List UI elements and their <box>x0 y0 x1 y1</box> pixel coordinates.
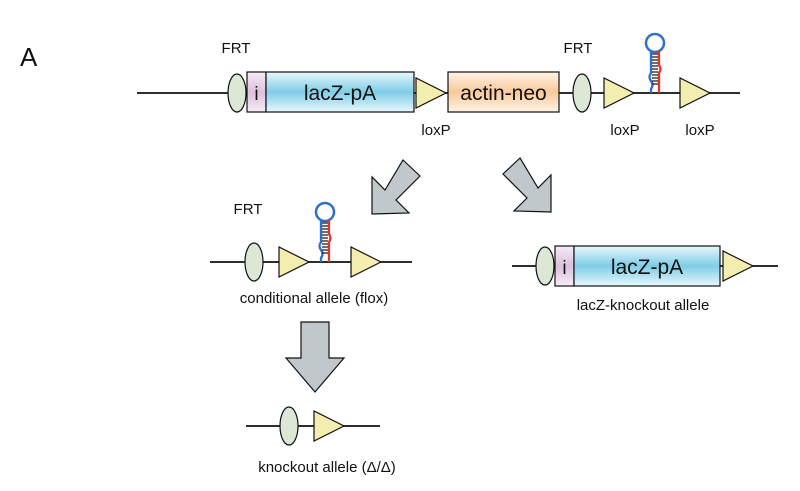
targeted-allele: FRT i lacZ-pA loxP actin-neo FRT loxP lo… <box>137 32 740 139</box>
lacz-pa-label-lacz-ko: lacZ-pA <box>611 256 683 279</box>
lacz-pa-box-lacz-ko <box>573 245 721 287</box>
intron-label-lacz-ko: i <box>562 258 566 279</box>
loxp-site-knockout <box>313 410 346 442</box>
loxp-site-conditional-2 <box>350 246 383 278</box>
loxp-site-1 <box>415 77 448 109</box>
loxp-site-2 <box>603 77 636 109</box>
loxp-label-2: loxP <box>610 122 639 139</box>
loxp-site-3 <box>679 77 712 109</box>
loxp-label-1: loxP <box>421 122 450 139</box>
arrow-cre-icon <box>502 157 552 213</box>
frt-site-right <box>572 73 592 113</box>
knockout-allele: knockout allele (Δ/Δ) <box>246 406 396 476</box>
loxp-label-3: loxP <box>685 122 714 139</box>
frt-label-right: FRT <box>564 40 593 57</box>
hairpin-exon-conditional-icon <box>314 201 336 264</box>
lacz-pa-box <box>265 71 415 113</box>
hairpin-exon-icon <box>644 32 666 95</box>
actin-neo-box <box>447 71 560 113</box>
arrow-flp-icon <box>371 159 421 215</box>
frt-site-conditional <box>244 242 264 282</box>
conditional-allele: FRT conditional allele (flox) <box>210 201 412 307</box>
intron-label: i <box>254 84 258 105</box>
lacz-knockout-allele: i lacZ-pA lacZ-knockout allele <box>512 245 778 314</box>
frt-site-lacz-ko <box>535 246 555 286</box>
knockout-caption: knockout allele (Δ/Δ) <box>258 459 396 476</box>
frt-site-knockout <box>279 406 299 446</box>
conditional-caption: conditional allele (flox) <box>240 290 388 307</box>
lacz-ko-caption: lacZ-knockout allele <box>577 297 710 314</box>
actin-neo-label: actin-neo <box>460 82 546 105</box>
loxp-site-conditional-1 <box>278 246 311 278</box>
lacz-pa-label: lacZ-pA <box>304 82 376 105</box>
arrow-down-icon <box>284 321 346 393</box>
frt-site-left <box>227 73 247 113</box>
loxp-site-lacz-ko <box>722 250 755 282</box>
panel-label: A <box>20 42 38 72</box>
frt-label-conditional: FRT <box>234 201 263 218</box>
frt-label-left: FRT <box>222 40 251 57</box>
